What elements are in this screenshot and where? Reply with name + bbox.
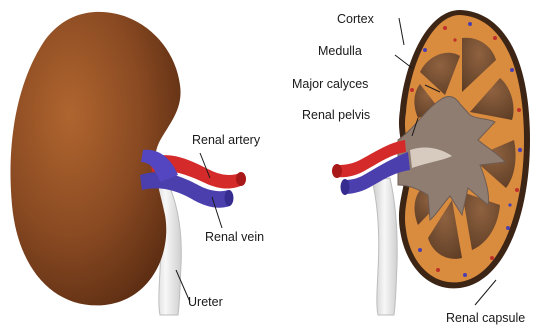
label-renal-pelvis: Renal pelvis bbox=[302, 108, 370, 122]
right-ureter bbox=[372, 178, 397, 315]
label-renal-vein: Renal vein bbox=[205, 230, 264, 244]
label-major-calyces: Major calyces bbox=[292, 77, 368, 91]
external-kidney bbox=[10, 12, 246, 315]
label-medulla: Medulla bbox=[318, 44, 362, 58]
label-renal-capsule: Renal capsule bbox=[446, 311, 525, 325]
label-ureter: Ureter bbox=[188, 295, 223, 309]
label-renal-artery: Renal artery bbox=[192, 133, 260, 147]
label-cortex: Cortex bbox=[337, 12, 374, 26]
